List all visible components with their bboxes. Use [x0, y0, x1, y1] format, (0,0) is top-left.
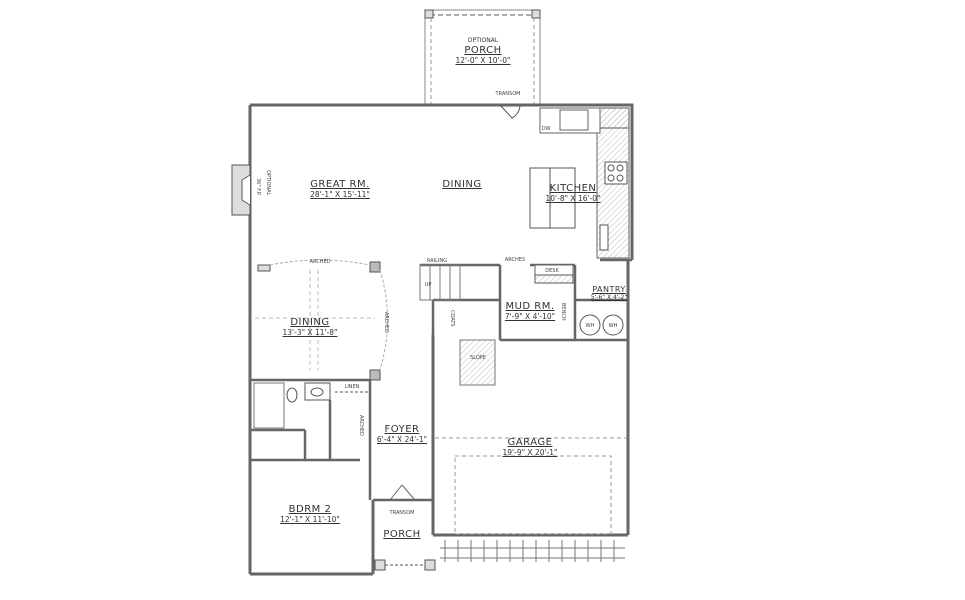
room-dining: DINING 13'-3" X 11'-8" — [283, 318, 338, 337]
room-dims: 5'-6" X 4'-2" — [590, 294, 628, 301]
room-great-room: GREAT RM. 28'-1" X 15'-11" — [310, 180, 370, 199]
linen-label: LINEN — [344, 384, 360, 390]
room-name: GREAT RM. — [310, 179, 370, 190]
coats-label: COATS — [449, 310, 455, 327]
room-kitchen: KITCHEN 10'-8" X 16'-0" — [546, 184, 601, 203]
interior-walls — [250, 258, 632, 502]
room-dims: 6'-4" X 24'-1" — [376, 435, 428, 444]
front-railing — [440, 540, 625, 562]
room-dims: 28'-1" X 15'-11" — [310, 190, 370, 199]
room-name: DINING — [290, 317, 330, 328]
room-name: MUD RM. — [505, 301, 555, 312]
railing-label: RAILING — [426, 258, 448, 264]
kitchen-counters — [529, 107, 630, 259]
room-front-porch: PORCH — [383, 530, 420, 540]
water-heater-label: WH — [585, 323, 595, 329]
room-name: KITCHEN — [549, 183, 597, 194]
room-dims: 12'-1" X 11'-10" — [280, 515, 340, 524]
room-dims: 12'-0" X 10'-0" — [455, 56, 511, 65]
room-name: GARAGE — [507, 437, 553, 448]
room-name: DINING — [442, 179, 482, 190]
fireplace-label: 36" F.P. — [255, 178, 261, 196]
room-optional-porch: OPTIONAL PORCH 12'-0" X 10'-0" — [456, 38, 511, 65]
room-name: PORCH — [464, 45, 502, 56]
room-dims: 19'-9" X 20'-1" — [502, 448, 558, 457]
room-name: FOYER — [384, 424, 420, 435]
room-name: BDRM 2 — [288, 504, 332, 515]
room-dining-open: DINING — [442, 180, 481, 190]
room-foyer: FOYER 6'-4" X 24'-1" — [377, 425, 427, 444]
bench-label: BENCH — [560, 303, 566, 321]
room-bedroom-2: BDRM 2 12'-1" X 11'-10" — [280, 505, 340, 524]
room-dims: 7'-9" X 4'-10" — [504, 312, 556, 321]
room-name: PANTRY — [592, 285, 626, 294]
stairs — [419, 264, 496, 386]
arches-label: ARCHED — [358, 415, 364, 436]
transom-label: TRANSOM — [495, 91, 521, 97]
fireplace-optional-label: OPTIONAL — [265, 170, 271, 196]
dishwasher-label: DW — [541, 126, 551, 132]
slope-label: SLOPE — [470, 355, 486, 361]
room-mud-room: MUD RM. 7'-9" X 4'-10" — [505, 302, 555, 321]
transom-label: TRANSOM — [389, 510, 415, 516]
up-label: UP — [424, 282, 432, 288]
room-name: PORCH — [383, 529, 421, 540]
room-prefix: OPTIONAL — [467, 37, 499, 44]
room-dims: 13'-3" X 11'-8" — [282, 328, 338, 337]
desk-label: DESK — [545, 268, 559, 274]
fireplace — [231, 164, 251, 216]
water-heater-label: WH — [608, 323, 618, 329]
arches-label: ARCHES — [504, 257, 526, 263]
arches-label: ARCHED — [309, 259, 331, 265]
room-dims: 10'-8" X 16'-0" — [545, 194, 601, 203]
room-pantry: PANTRY 5'-6" X 4'-2" — [591, 286, 627, 301]
room-garage: GARAGE 19'-9" X 20'-1" — [503, 438, 558, 457]
arches-label: ARCHED — [383, 312, 389, 333]
